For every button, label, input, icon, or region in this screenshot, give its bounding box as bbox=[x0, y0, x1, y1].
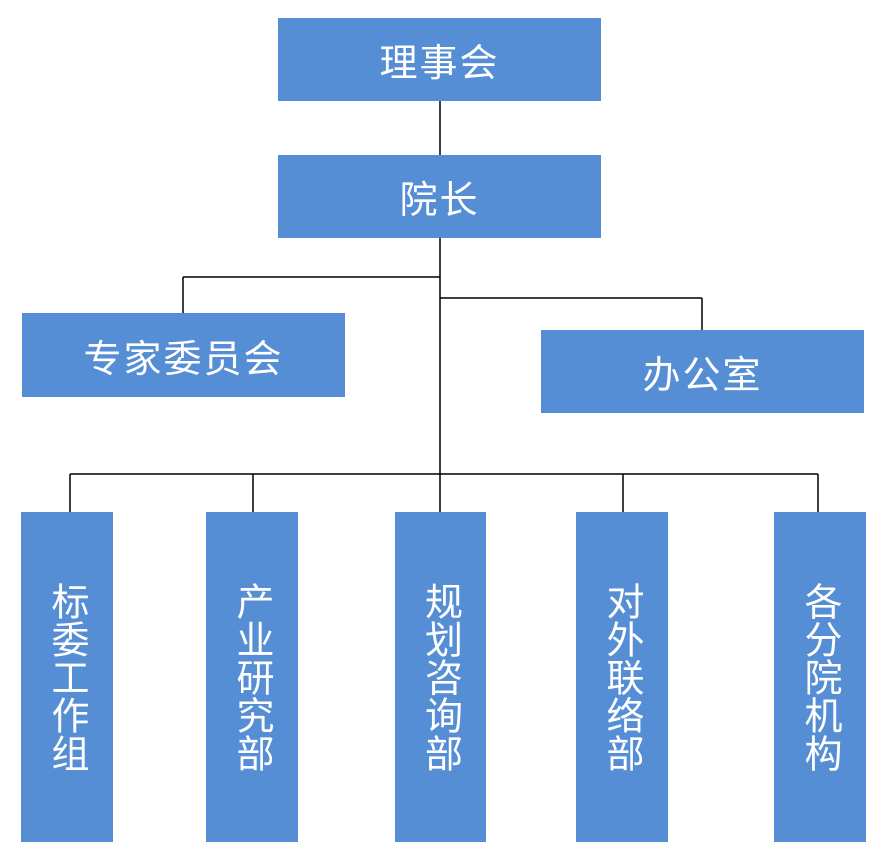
department-label-4: 对外联络部 bbox=[600, 582, 644, 772]
department-node-3: 规划咨询部 bbox=[395, 512, 486, 842]
expert-committee-label: 专家委员会 bbox=[83, 336, 284, 381]
department-node-2: 产业研究部 bbox=[206, 512, 298, 842]
president-node: 院长 bbox=[278, 155, 601, 238]
department-label-2: 产业研究部 bbox=[230, 582, 274, 772]
department-node-5: 各分院机构 bbox=[774, 512, 866, 842]
department-label-3: 规划咨询部 bbox=[418, 582, 463, 772]
department-label-5: 各分院机构 bbox=[798, 582, 842, 772]
department-node-1: 标委工作组 bbox=[21, 512, 113, 842]
department-label-1: 标委工作组 bbox=[45, 582, 89, 772]
department-node-4: 对外联络部 bbox=[576, 512, 668, 842]
board-label: 理事会 bbox=[379, 41, 500, 85]
office-node: 办公室 bbox=[541, 330, 864, 413]
expert-committee-node: 专家委员会 bbox=[22, 313, 345, 397]
board-node: 理事会 bbox=[278, 18, 601, 101]
office-label: 办公室 bbox=[642, 353, 763, 397]
president-label: 院长 bbox=[399, 178, 480, 222]
